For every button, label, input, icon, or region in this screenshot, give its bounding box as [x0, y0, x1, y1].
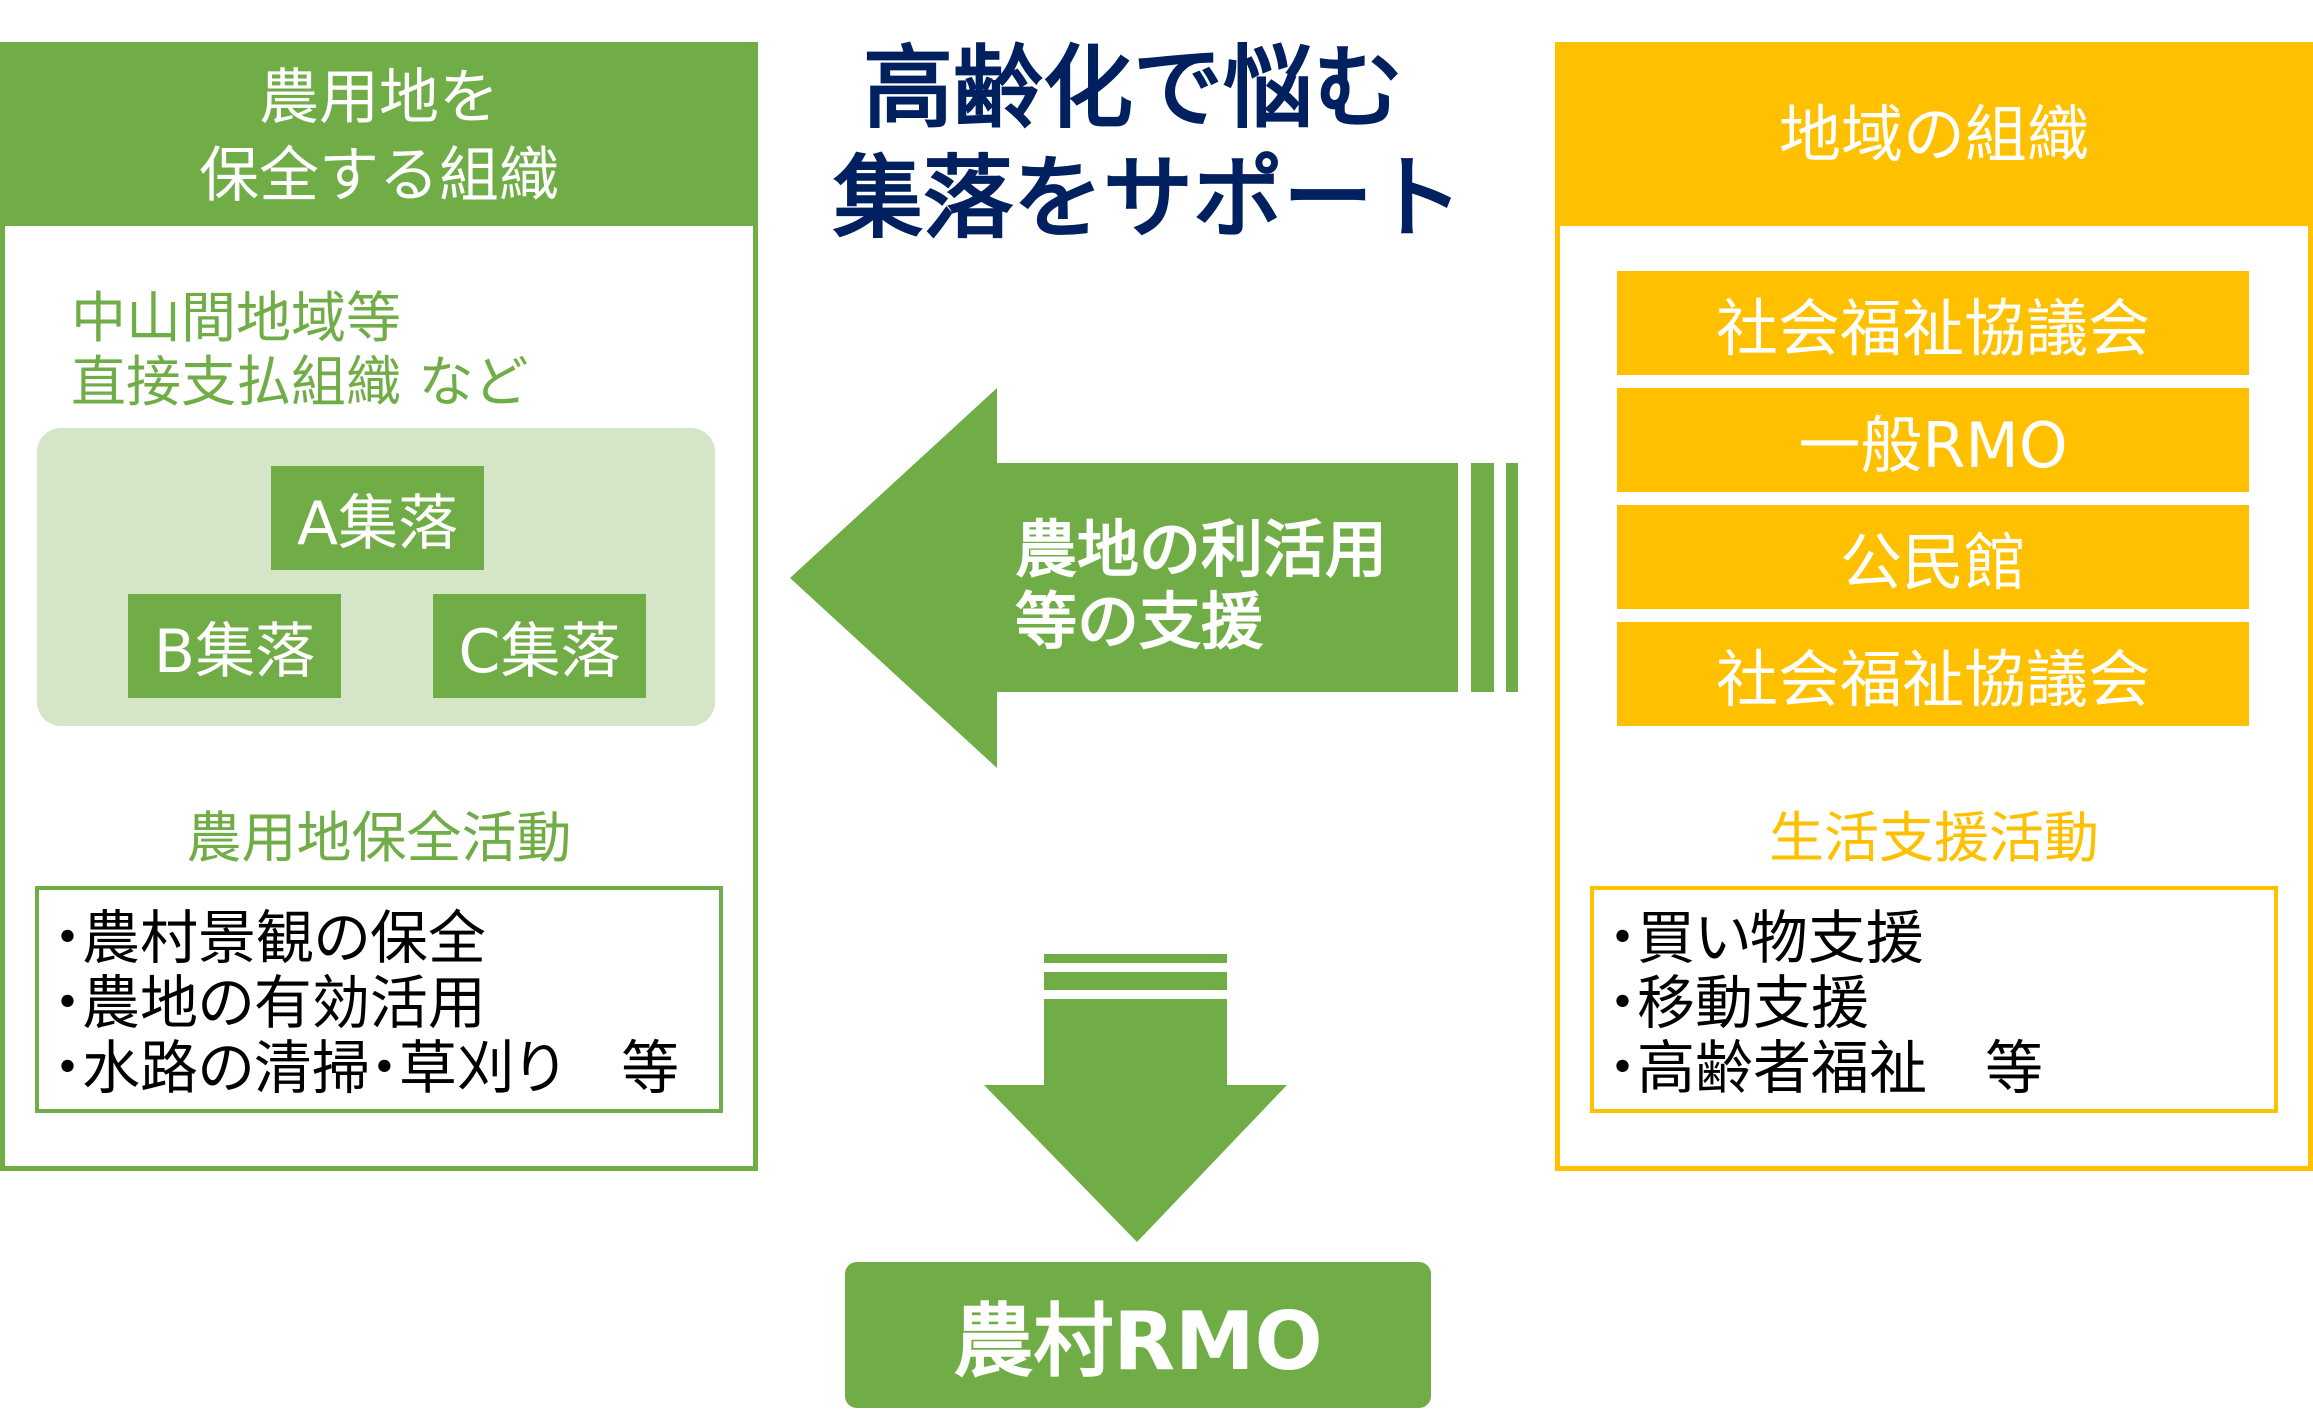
panel-header	[0, 42, 758, 226]
subtitle-line-1: 中山間地域等	[71, 286, 402, 350]
down-arrow-body	[984, 999, 1287, 1242]
settlement-c: C集落	[433, 594, 646, 698]
list-item: ・高齢者福祉 等	[1608, 1034, 2044, 1102]
list-item: ・買い物支援	[1608, 904, 1924, 972]
panel-header	[1555, 42, 2313, 226]
list-item: ・移動支援	[1608, 969, 1870, 1037]
down-arrow-stripe	[1044, 972, 1227, 990]
left-arrow-stripe	[1471, 463, 1494, 692]
list-item: ・水路の清掃・草刈り 等	[53, 1034, 680, 1102]
support-label-line-2: 等の支援	[1015, 585, 1264, 658]
organization-item: 社会福祉協議会	[1617, 622, 2249, 726]
subtitle-line-2: 直接支払組織 など	[71, 350, 529, 414]
title-line-2: 集落をサポート	[833, 146, 1463, 251]
organization-subtitle: 中山間地域等 直接支払組織 など	[71, 286, 528, 414]
list-item: ・農村景観の保全	[53, 904, 486, 972]
organization-item: 社会福祉協議会	[1617, 271, 2249, 375]
activity-title: 農用地保全活動	[186, 806, 572, 870]
page-title: 高齢化で悩む 集落をサポート	[833, 34, 1463, 254]
activity-list: ・農村景観の保全 ・農地の有効活用 ・水路の清掃・草刈り 等	[35, 886, 723, 1113]
organization-item: 一般RMO	[1617, 388, 2249, 492]
activity-list: ・買い物支援 ・移動支援 ・高齢者福祉 等	[1590, 886, 2278, 1113]
down-arrow-icon	[984, 954, 1287, 1242]
title-line-1: 高齢化で悩む	[863, 36, 1403, 141]
panel-header-title: 農用地を 保全する組織	[0, 59, 758, 215]
support-arrow-label: 農地の利活用 等の支援	[1015, 514, 1387, 658]
settlement-a: A集落	[271, 466, 484, 570]
down-arrow-stripe	[1044, 954, 1227, 963]
activity-title: 生活支援活動	[1768, 806, 2099, 870]
header-line-2: 保全する組織	[199, 141, 559, 211]
farmland-organization-panel: 農用地を 保全する組織 中山間地域等 直接支払組織 など A集落 B集落 C集落…	[0, 42, 758, 1171]
organization-item: 公民館	[1617, 505, 2249, 609]
settlement-b: B集落	[128, 594, 341, 698]
support-label-line-1: 農地の利活用	[1015, 513, 1388, 586]
header-line-1: 農用地を	[259, 63, 499, 133]
panel-header-title: 地域の組織	[1778, 98, 2089, 171]
left-arrow-stripe	[1506, 463, 1518, 692]
rural-rmo-box: 農村RMO	[845, 1262, 1431, 1408]
regional-organization-panel: 地域の組織 社会福祉協議会 一般RMO 公民館 社会福祉協議会 生活支援活動 ・…	[1555, 42, 2313, 1171]
list-item: ・農地の有効活用	[53, 969, 486, 1037]
